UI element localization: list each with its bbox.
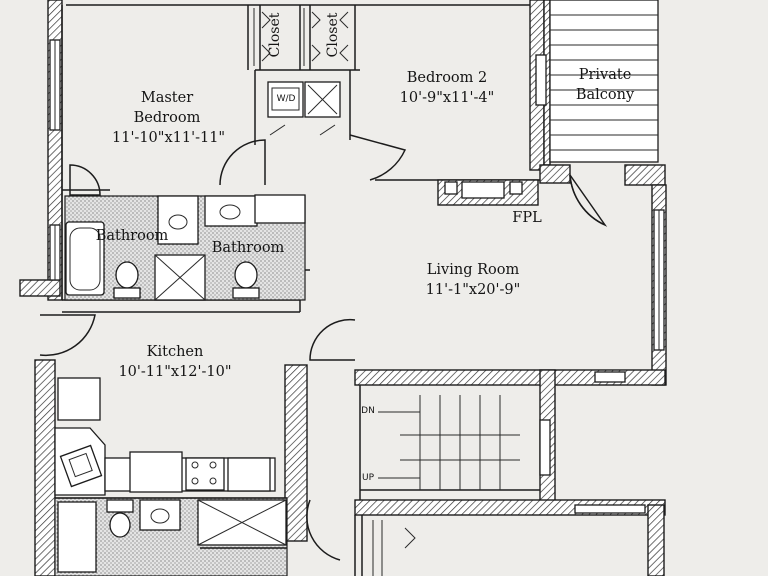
kitchen-size: 10'-11"x12'-10" xyxy=(118,364,232,380)
bathroom-2-label: Bathroom xyxy=(211,240,285,256)
fireplace xyxy=(437,179,539,206)
bathroom-fixtures xyxy=(64,194,306,301)
kitchen-label: Kitchen 10'-11"x12'-10" xyxy=(110,342,240,382)
closet-shelves xyxy=(253,8,349,66)
stair-corridor xyxy=(359,385,540,576)
living-room-label: Living Room 11'-1"x20'-9" xyxy=(408,260,538,300)
washer-dryer xyxy=(267,81,341,136)
stair-down-label: DN xyxy=(361,406,375,416)
kitchen-fixtures xyxy=(54,377,276,496)
bedroom2-size: 10'-9"x11'-4" xyxy=(399,90,495,106)
kitchen-name: Kitchen xyxy=(146,344,204,360)
closet-right-label: Closet xyxy=(325,12,341,58)
bottom-fixtures xyxy=(54,497,288,576)
master-bedroom-label: Master Bedroom 11'-10"x11'-11" xyxy=(112,88,226,148)
living-room-name: Living Room xyxy=(426,262,520,278)
bedroom2-label: Bedroom 2 10'-9"x11'-4" xyxy=(392,68,502,108)
stair-up-label: UP xyxy=(361,473,374,483)
closet-left-label: Closet xyxy=(267,12,283,58)
bathroom-1-label: Bathroom xyxy=(95,228,169,244)
balcony-deck xyxy=(535,0,659,163)
balcony-name-1: Private xyxy=(578,67,632,83)
master-bedroom-size: 11'-10"x11'-11" xyxy=(112,130,226,146)
washer-dryer-label: W/D xyxy=(276,94,296,104)
windows xyxy=(49,39,665,514)
balcony-name-2: Balcony xyxy=(575,87,635,103)
bedroom2-name: Bedroom 2 xyxy=(406,70,488,86)
living-room-size: 11'-1"x20'-9" xyxy=(425,282,521,298)
master-bedroom-name-2: Bedroom xyxy=(133,110,201,126)
balcony-label: Private Balcony xyxy=(560,65,650,105)
master-bedroom-name-1: Master xyxy=(140,90,194,106)
fireplace-label: FPL xyxy=(512,210,542,226)
